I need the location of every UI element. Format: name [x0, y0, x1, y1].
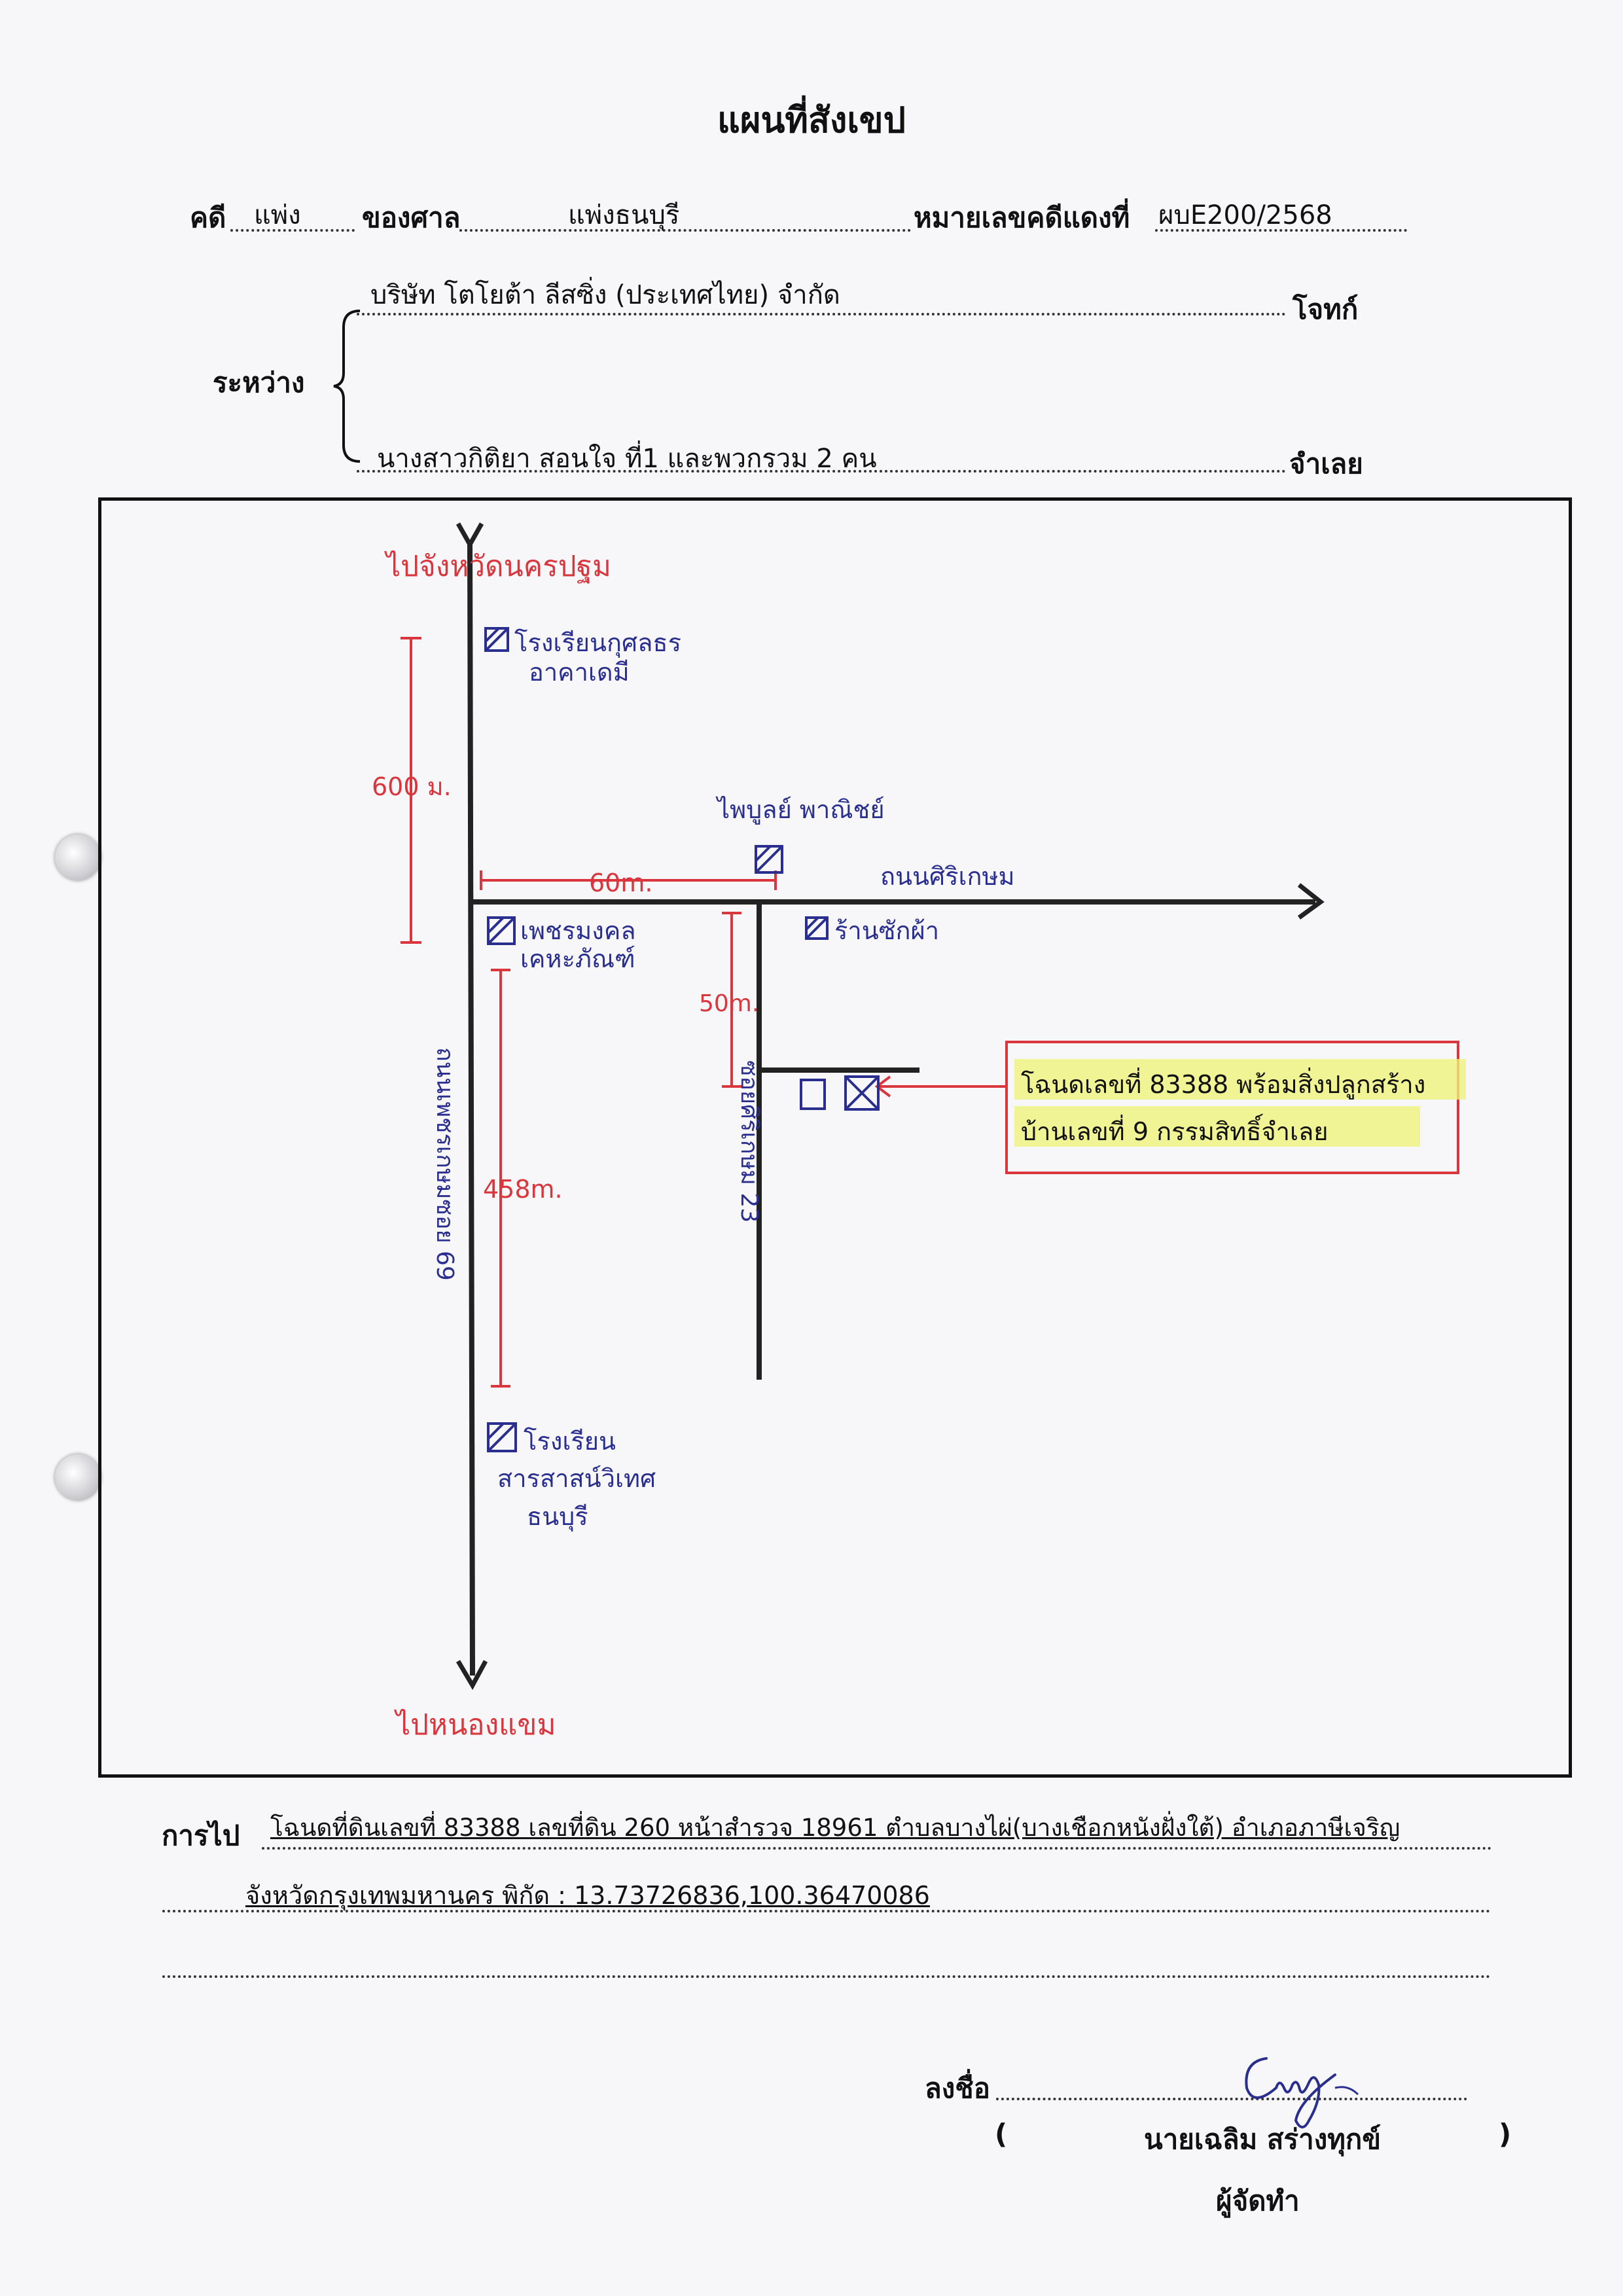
map-dist-soi: 50m. [699, 990, 759, 1017]
directions-label: การไป [162, 1820, 240, 1852]
plaintiff-name: บริษัท โตโยต้า ลีสซิ่ง (ประเทศไทย) จำกัด [370, 280, 840, 310]
directions-line-1: โฉนดที่ดินเลขที่ 83388 เลขที่ดิน 260 หน้… [270, 1814, 1400, 1842]
case-label: คดี [190, 202, 226, 234]
punch-hole-bottom [55, 1454, 101, 1500]
map-dist-north: 600 ม. [372, 772, 452, 801]
page-title: แผนที่สังเขป [717, 99, 906, 141]
signer-close-paren: ) [1499, 2118, 1512, 2150]
case-type-dots [230, 229, 355, 232]
sign-dots [996, 2098, 1467, 2100]
map-to-south: ไปหนองแขม [394, 1708, 556, 1742]
map-school-top-2: อาคาเดมี [529, 658, 630, 687]
directions-line-2: จังหวัดกรุงเทพมหานคร พิกัด : 13.73726836… [245, 1881, 930, 1910]
map-main-road: ถนนเพชรเกษมซอย 69 [431, 1047, 458, 1281]
signer-name: นายเฉลิม สร่างทุกข์ [1144, 2123, 1382, 2155]
handwritten-signature [1245, 2057, 1359, 2128]
between-label: ระหว่าง [213, 367, 305, 399]
map-shop-corner-se: ร้านซักผ้า [834, 916, 939, 945]
directions-dots-2 [162, 1910, 1491, 1912]
map-school-top-1: โรงเรียนกุศลธร [514, 628, 681, 658]
defendant-dots [357, 470, 1286, 473]
court-label: ของศาล [362, 202, 461, 234]
map-to-north: ไปจังหวัดนครปฐม [384, 550, 611, 583]
red-case-dots [1155, 229, 1407, 232]
court-name-dots [459, 229, 911, 232]
brace-icon [333, 310, 361, 463]
red-case-number: ผบE200/2568 [1158, 200, 1332, 230]
map-shop-corner-sw-2: เคหะภัณฑ์ [520, 944, 635, 973]
map-target-note-2: บ้านเลขที่ 9 กรรมสิทธิ์จำเลย [1021, 1113, 1329, 1146]
signer-open-paren: ( [995, 2118, 1008, 2150]
map-target-note-1: โฉนดเลขที่ 83388 พร้อมสิ่งปลูกสร้าง [1021, 1067, 1425, 1100]
case-type: แพ่ง [254, 200, 301, 230]
court-name: แพ่งธนบุรี [568, 200, 680, 230]
directions-dots-1 [262, 1847, 1492, 1850]
directions-dots-3 [162, 1975, 1491, 1978]
map-shop-corner-top: ไพบูลย์ พาณิชย์ [715, 795, 885, 825]
map-east-road: ถนนศิริเกษม [880, 862, 1015, 891]
map-shop-corner-sw-1: เพชรมงคล [520, 916, 636, 945]
punch-hole-top [55, 834, 101, 880]
red-case-label: หมายเลขคดีแดงที่ [914, 202, 1130, 234]
map-school-bottom-2: สารสาสน์วิเทศ [497, 1464, 656, 1493]
map-dist-south: 458m. [483, 1175, 563, 1204]
map-school-bottom-1: โรงเรียน [524, 1427, 616, 1456]
map-soi-label: ซอยศิริเกษม 23 [736, 1060, 762, 1223]
defendant-name: นางสาวกิติยา สอนใจ ที่1 และพวกรวม 2 คน [377, 444, 877, 474]
sign-label: ลงชื่อ [925, 2072, 990, 2104]
plaintiff-label: โจทก์ [1293, 293, 1359, 325]
map-school-bottom-3: ธนบุรี [527, 1502, 588, 1532]
map-dist-east: 60m. [589, 869, 652, 897]
plaintiff-dots [357, 313, 1286, 315]
defendant-label: จำเลย [1289, 448, 1363, 480]
signer-role: ผู้จัดทำ [1216, 2185, 1300, 2217]
map-frame [98, 497, 1572, 1778]
